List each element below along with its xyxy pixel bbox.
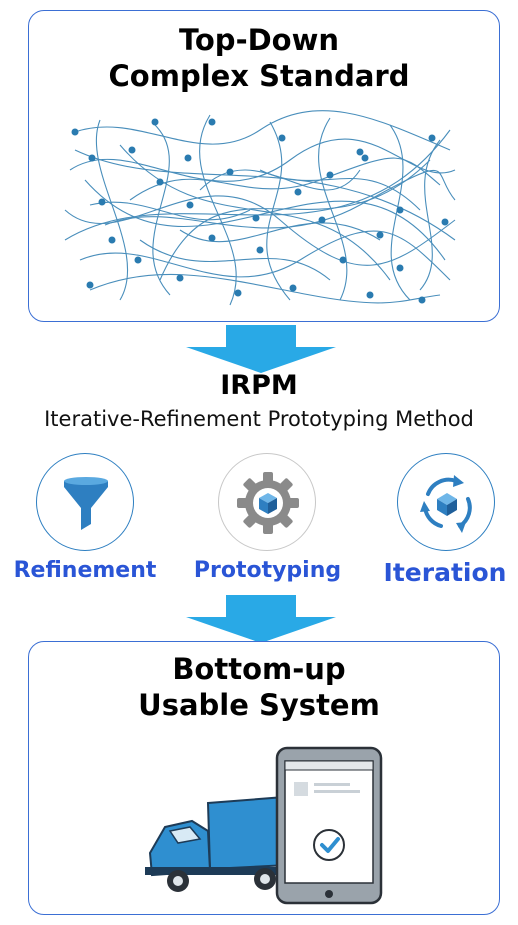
down-arrow-1 <box>186 325 336 373</box>
funnel-icon <box>64 477 108 530</box>
top-title-line1: Top-Down <box>178 23 340 57</box>
down-arrow-2 <box>186 595 336 643</box>
bottom-up-title: Bottom-up Usable System <box>0 651 518 723</box>
tablet-icon <box>275 746 383 905</box>
top-title-line2: Complex Standard <box>108 59 410 93</box>
method-acronym: IRPM <box>220 370 298 401</box>
top-down-title: Top-Down Complex Standard <box>0 22 518 94</box>
prototyping-step <box>218 453 316 551</box>
top-down-panel <box>28 10 500 322</box>
prototyping-label: Prototyping <box>193 558 342 583</box>
method-full-name: Iterative-Refinement Prototyping Method <box>44 407 474 431</box>
refinement-step <box>36 453 134 551</box>
iteration-label: Iteration <box>383 558 507 587</box>
truck-tablet-illustration <box>145 746 383 905</box>
complex-network-graphic <box>64 110 456 306</box>
bottom-title-line2: Usable System <box>138 688 380 722</box>
gear-icon <box>237 472 299 534</box>
truck-icon <box>145 795 290 892</box>
bottom-title-line1: Bottom-up <box>172 652 346 686</box>
refinement-label: Refinement <box>13 558 157 583</box>
iteration-step <box>397 453 495 551</box>
cycle-arrows-icon <box>420 475 472 533</box>
